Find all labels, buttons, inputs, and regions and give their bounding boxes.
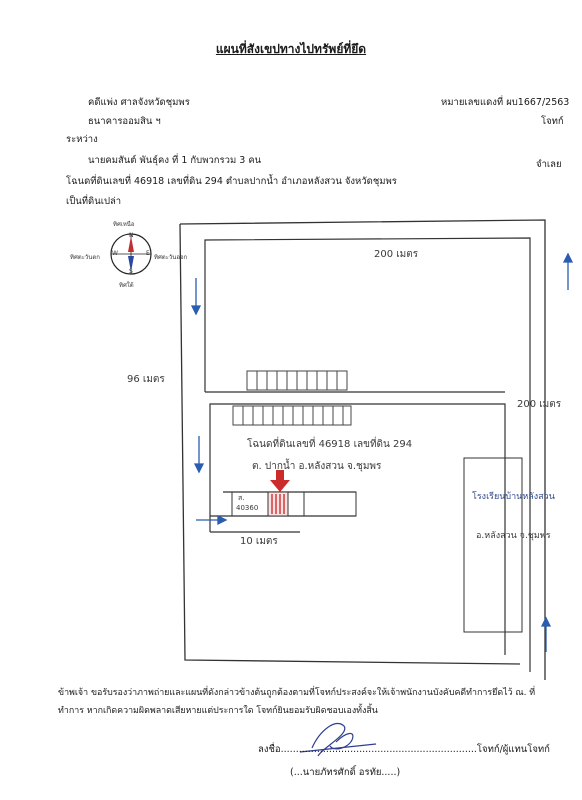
left-road-length: 96 เมตร	[127, 374, 165, 385]
between-label: ระหว่าง	[66, 134, 98, 145]
certification-line-1: ข้าพเจ้า ขอรับรองว่าภาพถ่ายและแผนที่ดังก…	[58, 688, 536, 698]
plaintiff-name: ธนาคารออมสิน ฯ	[88, 116, 161, 127]
target-plot	[231, 491, 357, 517]
land-type: เป็นที่ดินเปล่า	[66, 196, 122, 207]
defendant-role: จำเลย	[536, 159, 562, 170]
top-road-length: 200 เมตร	[374, 249, 419, 260]
compass-east-label: ทิศตะวันออก	[154, 254, 188, 261]
house-number: 40360	[236, 504, 259, 512]
location-arrow-icon	[270, 470, 290, 492]
black-case-number: หมายเลขแดงที่ ผบ1667/2563	[441, 97, 570, 108]
page-title: แผนที่สังเขปทางไปทรัพย์ที่ยึด	[215, 42, 367, 56]
land-title-line: โฉนดที่ดินเลขที่ 46918 เลขที่ดิน 294 ตำบ…	[66, 176, 397, 187]
bottom-distance: 10 เมตร	[240, 536, 278, 547]
school-building	[463, 457, 523, 633]
signature-mark	[299, 722, 377, 757]
direction-arrows	[190, 252, 574, 652]
compass-w: W	[112, 250, 118, 257]
court-name: คดีแพ่ง ศาลจังหวัดชุมพร	[88, 97, 190, 108]
compass-s: S	[129, 268, 133, 275]
parking-stripes	[232, 370, 352, 426]
plaintiff-role: โจทก์	[541, 116, 564, 127]
compass-rose	[110, 233, 152, 275]
roads	[204, 237, 531, 672]
house-number-prefix: ส.	[238, 494, 245, 502]
map-frame	[179, 219, 546, 680]
right-road-length: 200 เมตร	[517, 399, 562, 410]
signer-name: (...นายภัทรศักดิ์ อรทัย.....)	[290, 767, 401, 778]
school-location: อ.หลังสวน จ.ชุมพร	[476, 531, 551, 541]
plot-location-label: ต. ปากน้ำ อ.หลังสวน จ.ชุมพร	[252, 461, 382, 472]
signature-line: ลงชื่อ..................................…	[258, 744, 550, 755]
certification-line-2: ทำการ หากเกิดความผิดพลาดเสียหายแต่ประการ…	[58, 706, 378, 716]
defendant-name: นายคมสันต์ พันธุ์คง ที่ 1 กับพวกรวม 3 คน	[88, 155, 262, 166]
compass-south-label: ทิศใต้	[119, 282, 134, 289]
compass-north-label: ทิศเหนือ	[113, 221, 135, 228]
school-name: โรงเรียนบ้านหลังสวน	[472, 492, 555, 502]
compass-west-label: ทิศตะวันตก	[70, 254, 100, 261]
compass-n: N	[129, 232, 134, 239]
compass-e: E	[146, 250, 150, 257]
plot-deed-label: โฉนดที่ดินเลขที่ 46918 เลขที่ดิน 294	[247, 439, 413, 450]
